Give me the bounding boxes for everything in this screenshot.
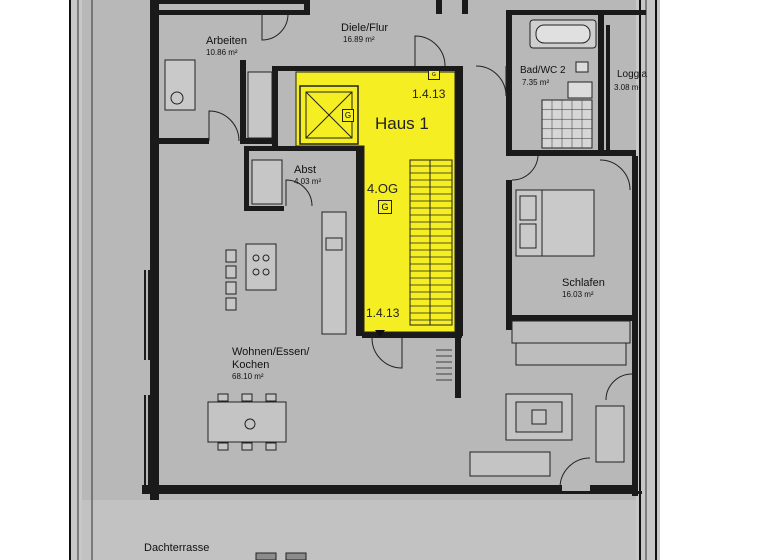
g-badge: G [342,109,354,122]
room-name-abst: Abst [294,164,317,176]
room-name-wohnen-2: Kochen [232,359,270,371]
kitchen-counter [321,211,347,335]
wardrobe [511,320,631,366]
room-area-abst: 4.03 m² [294,177,322,186]
kitchen-island [225,243,277,311]
room-name-arbeiten: Arbeiten [206,35,247,47]
room-area-wohnen: 68.10 m² [232,372,264,381]
room-area-loggia: 3.08 m² [614,83,642,92]
unit-code-bottom: 1.4.13 [366,306,400,320]
roof-terrace-area [78,500,638,560]
unit-code-top: 1.4.13 [412,87,446,101]
window-grid [436,349,452,381]
room-area-bad: 7.35 m² [522,78,550,87]
terrace-furniture [255,552,307,560]
living-furniture [469,393,625,477]
room-name-diele: Diele/Flur [341,22,389,34]
room-name-bad: Bad/WC 2 [520,65,566,76]
room-name-schlafen: Schlafen [562,277,605,289]
g-badge: G [378,200,392,214]
dining-table [207,393,287,451]
bed [515,189,595,257]
shower [541,99,593,149]
g-badge: G [428,70,440,80]
door-swings [208,13,633,489]
bathroom-fixtures [529,19,597,149]
building-label: Haus 1 [375,114,429,133]
room-name-wohnen: Wohnen/Essen/ [232,346,310,358]
utility-cabinets [247,71,283,205]
room-area-schlafen: 16.03 m² [562,290,594,299]
walls [142,0,646,500]
staircase [409,159,453,326]
room-name-dachterrasse: Dachterrasse [144,542,210,554]
desk [164,59,196,111]
room-area-arbeiten: 10.86 m² [206,48,238,57]
room-name-loggia: Loggia [617,69,648,80]
room-area-diele: 16.89 m² [343,35,375,44]
floor-label: 4.OG [367,181,399,196]
